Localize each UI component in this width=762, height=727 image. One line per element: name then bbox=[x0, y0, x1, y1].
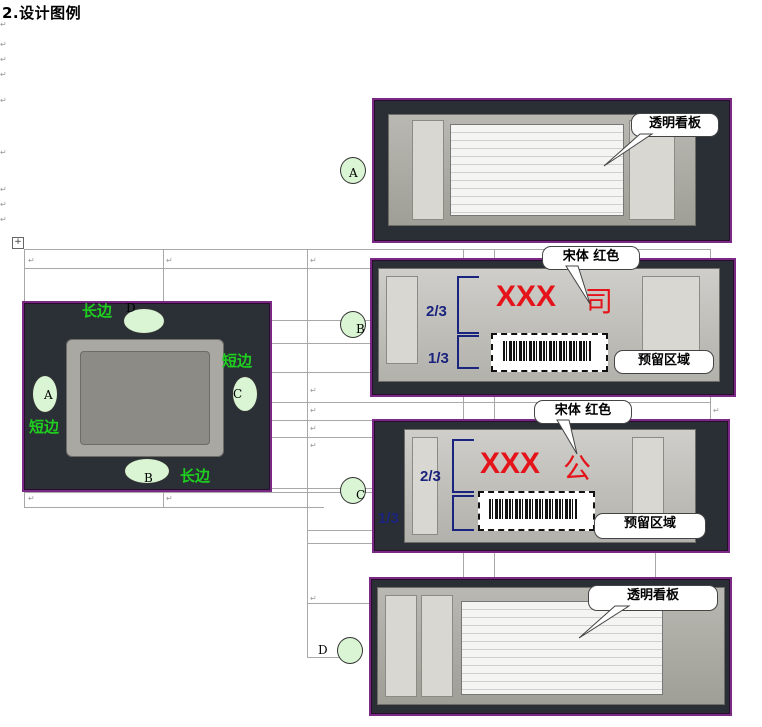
callout-pointer bbox=[556, 419, 578, 455]
photo-side-b bbox=[370, 258, 736, 397]
font-spec-callout-c: 宋体 红色 bbox=[534, 400, 632, 424]
marker-d-right bbox=[337, 637, 363, 664]
ratio-bracket-lower-b bbox=[457, 335, 479, 369]
paragraph-mark: ↵ bbox=[0, 55, 7, 64]
paragraph-mark: ↵ bbox=[0, 96, 7, 105]
ratio-bracket-lower-c bbox=[452, 495, 474, 531]
edge-label-long-bottom: 长边 bbox=[180, 467, 211, 485]
marker-b-right bbox=[340, 311, 366, 338]
transparent-board-callout-top: 透明看板 bbox=[631, 113, 719, 137]
placeholder-text-b: XXX bbox=[496, 280, 557, 313]
placeholder-char-c: 公 bbox=[563, 452, 592, 485]
reserved-area-callout-c: 预留区域 bbox=[594, 513, 706, 539]
ratio-upper-c: 2/3 bbox=[420, 468, 441, 485]
paragraph-mark: ↵ bbox=[0, 40, 7, 49]
barcode-b bbox=[503, 341, 591, 361]
marker-d-left bbox=[123, 308, 165, 334]
barcode-c bbox=[489, 499, 577, 519]
callout-pointer bbox=[565, 265, 591, 305]
ratio-bracket-upper-b bbox=[457, 276, 479, 334]
marker-b-left-label: B bbox=[144, 471, 153, 485]
marker-c-right-label: C bbox=[356, 488, 366, 502]
font-spec-callout-b: 宋体 红色 bbox=[542, 246, 640, 270]
marker-c-left bbox=[232, 376, 258, 412]
marker-b-left bbox=[124, 458, 170, 484]
marker-c-left-label: C bbox=[233, 387, 243, 401]
ratio-lower-b: 1/3 bbox=[428, 350, 449, 367]
paragraph-mark: ↵ bbox=[0, 185, 7, 194]
ratio-lower-c: 1/3 bbox=[378, 510, 399, 527]
marker-b-right-label: B bbox=[356, 322, 365, 336]
edge-label-long-top: 长边 bbox=[82, 302, 113, 320]
paragraph-mark: ↵ bbox=[0, 215, 7, 224]
marker-a-right bbox=[340, 157, 366, 184]
paragraph-mark: ↵ bbox=[0, 20, 7, 29]
section-heading: 2.设计图例 bbox=[2, 4, 82, 22]
marker-d-right-label: D bbox=[318, 643, 328, 657]
edge-label-short-left: 短边 bbox=[29, 418, 60, 436]
ratio-bracket-upper-c bbox=[452, 439, 474, 493]
marker-c-right bbox=[340, 477, 366, 504]
marker-a-left bbox=[32, 375, 58, 413]
callout-pointer bbox=[603, 133, 654, 167]
table-move-handle[interactable]: + bbox=[12, 237, 24, 249]
reserved-area-callout-b: 预留区域 bbox=[614, 350, 714, 374]
paragraph-mark: ↵ bbox=[0, 200, 7, 209]
paragraph-mark: ↵ bbox=[0, 148, 7, 157]
marker-d-left-label: D bbox=[126, 301, 136, 315]
ratio-upper-b: 2/3 bbox=[426, 303, 447, 320]
placeholder-text-c: XXX bbox=[480, 447, 541, 480]
marker-a-left-label: A bbox=[44, 388, 53, 402]
edge-label-short-right: 短边 bbox=[222, 352, 253, 370]
transparent-board-callout-bottom: 透明看板 bbox=[588, 585, 718, 611]
marker-a-right-label: A bbox=[349, 166, 358, 180]
callout-pointer bbox=[578, 605, 631, 639]
paragraph-mark: ↵ bbox=[0, 70, 7, 79]
